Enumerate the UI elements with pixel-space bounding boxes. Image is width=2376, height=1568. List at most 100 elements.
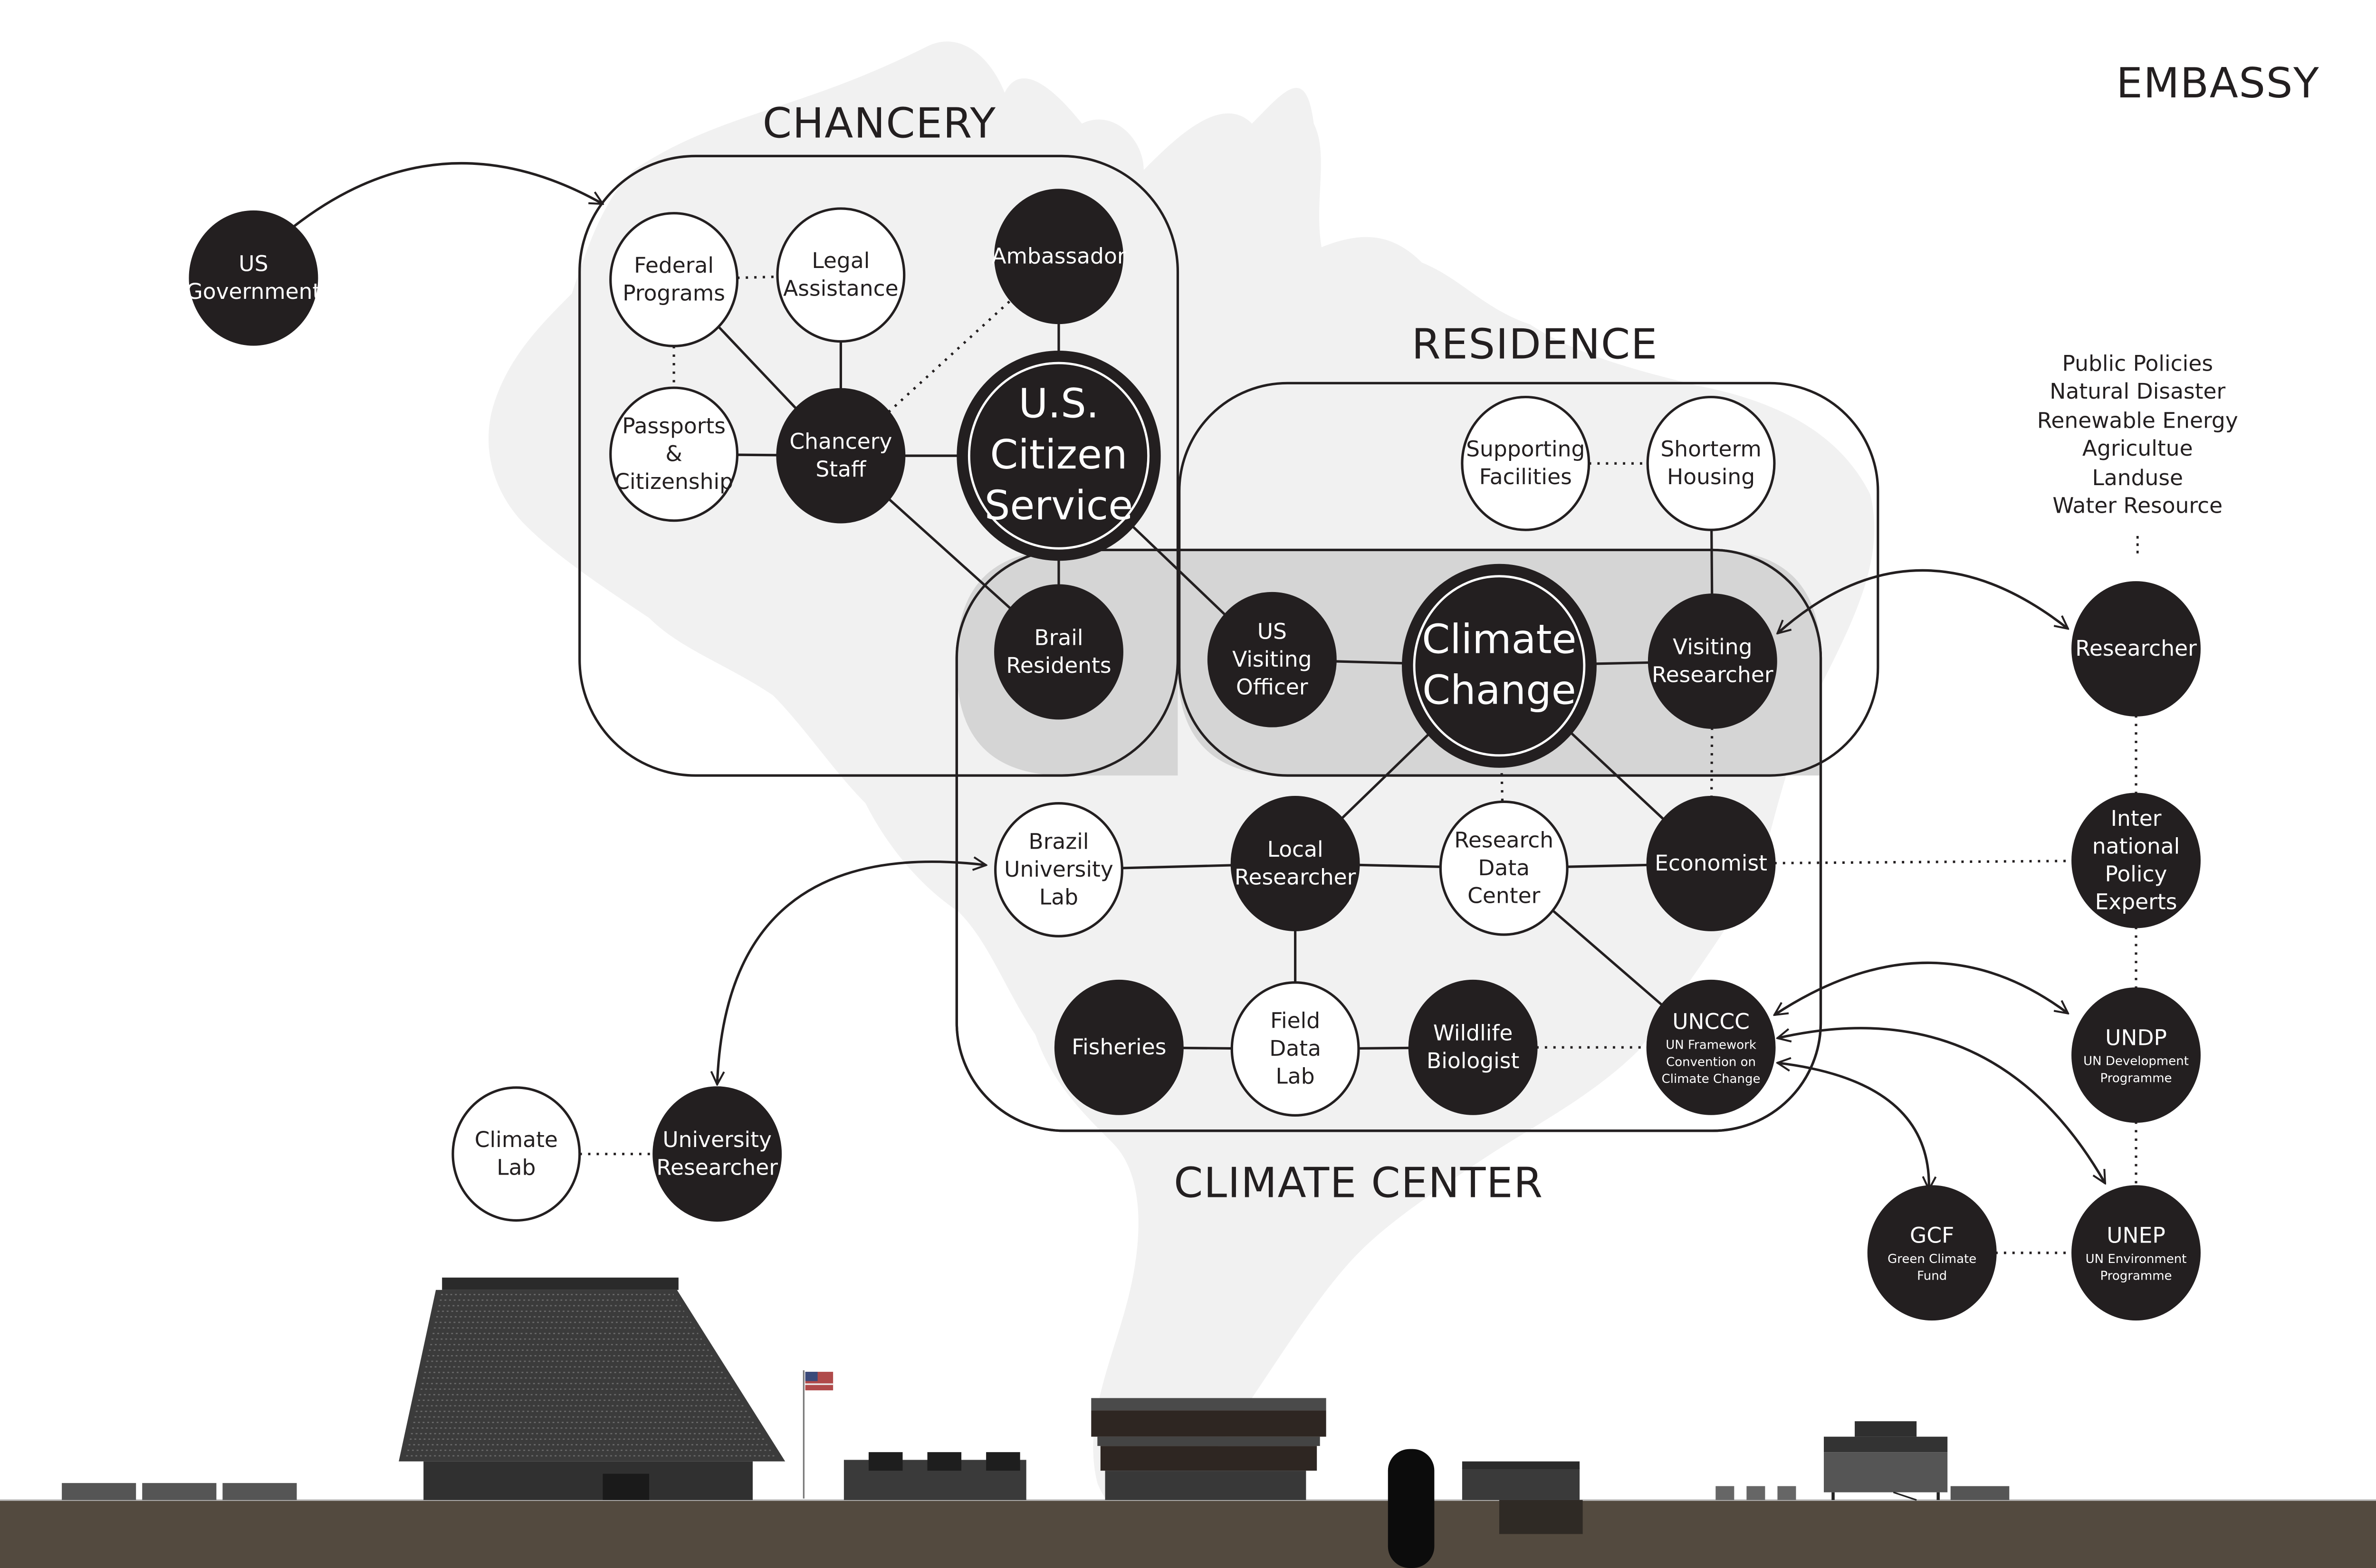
node-label: Federal	[634, 253, 714, 278]
node-shape	[1230, 796, 1360, 931]
node-label: Lab	[1039, 885, 1078, 910]
edge-visiting-researcher-to-researcher	[1777, 569, 2068, 633]
node-label: Chancery	[789, 429, 892, 454]
node-label: Assistance	[783, 276, 899, 301]
edges-layer	[280, 162, 2137, 1254]
node-label: Data	[1269, 1036, 1321, 1061]
chancery-tower	[399, 1277, 786, 1500]
topic-item: Landuse	[2092, 465, 2183, 490]
residence-zone	[1178, 382, 1879, 777]
edge-federal-programs-to-chancery-staff	[718, 325, 797, 410]
node-label: Data	[1478, 855, 1530, 880]
node-shape	[652, 1086, 782, 1222]
node-shape	[1461, 395, 1590, 531]
node-label: Service	[985, 482, 1133, 529]
edge-climate-change-to-research-data-center	[1500, 765, 1504, 802]
node-label: Citizenship	[614, 469, 733, 494]
node-label: Researcher	[2075, 636, 2197, 661]
node-shape	[189, 210, 318, 346]
edge-climate-change-to-local-researcher	[1341, 732, 1431, 820]
fence-middle	[1715, 1486, 1796, 1500]
fence-right	[1950, 1486, 2010, 1500]
node-passports[interactable]: Passports&Citizenship	[609, 386, 739, 522]
node-label: Field	[1270, 1008, 1320, 1033]
node-ambassador[interactable]: Ambassador	[991, 189, 1126, 325]
node-label: Research	[1454, 827, 1553, 852]
edge-climate-change-to-economist	[1569, 730, 1665, 821]
node-label: Facilities	[1479, 464, 1572, 489]
node-label: national	[2092, 833, 2180, 859]
node-shape	[1230, 981, 1360, 1117]
embassy-title: EMBASSY	[2116, 59, 2319, 107]
more-topics-ellipsis: ⋮	[2127, 532, 2149, 557]
edge-us-citizen-service-to-us-visiting-officer	[1130, 524, 1226, 616]
research-block	[1462, 1461, 1583, 1534]
tower-facade-slats	[406, 1294, 776, 1457]
residence-title: RESIDENCE	[1412, 320, 1658, 368]
observation-stack	[1388, 1449, 1435, 1568]
edge-economist-to-international-policy-experts	[1774, 860, 2073, 865]
node-economist[interactable]: Economist	[1646, 796, 1776, 931]
us-flag	[803, 1370, 834, 1499]
node-shape	[1646, 796, 1776, 931]
climate-center-rotunda	[1091, 1398, 1326, 1500]
node-shape	[2071, 581, 2201, 717]
topic-item: Renewable Energy	[2037, 408, 2238, 433]
node-label: Center	[1467, 883, 1541, 908]
node-shape	[776, 388, 906, 524]
node-label: Ambassador	[991, 243, 1126, 268]
node-label: U.S.	[1018, 381, 1099, 427]
edge-research-data-center-to-economist	[1567, 863, 1648, 868]
edge-unccc-to-gcf	[1777, 1063, 1929, 1190]
edge-us-visiting-officer-to-climate-change	[1335, 660, 1405, 665]
node-shape	[1648, 593, 1777, 729]
node-fisheries[interactable]: Fisheries	[1054, 979, 1184, 1115]
node-sublabel: UN Environment	[2086, 1252, 2187, 1266]
edge-unccc-to-unep	[1777, 1027, 2107, 1184]
node-shape	[1054, 979, 1184, 1115]
node-shape	[2071, 1185, 2201, 1321]
node-label: Citizen	[990, 431, 1127, 478]
node-label: Researcher	[1652, 662, 1773, 687]
node-label: Passports	[622, 413, 726, 439]
hub-inner-ring	[968, 362, 1150, 550]
edge-chancery-staff-to-ambassador	[888, 299, 1012, 413]
climate-center-title: CLIMATE CENTER	[1174, 1159, 1543, 1207]
node-researcher[interactable]: Researcher	[2071, 581, 2201, 717]
topic-item: Agricultue	[2082, 436, 2193, 461]
node-shape	[451, 1086, 581, 1222]
node-sublabel: UN Framework	[1666, 1038, 1756, 1052]
ground	[0, 1500, 2376, 1568]
residence-block	[843, 1452, 1026, 1500]
edge-chancery-staff-to-brail-residents	[888, 498, 1012, 610]
node-label: Researcher	[656, 1155, 778, 1180]
edge-local-researcher-to-research-data-center	[1358, 863, 1441, 868]
node-sublabel: Fund	[1917, 1269, 1947, 1283]
node-label: Housing	[1667, 464, 1755, 489]
node-label: UNCCC	[1672, 1009, 1750, 1034]
